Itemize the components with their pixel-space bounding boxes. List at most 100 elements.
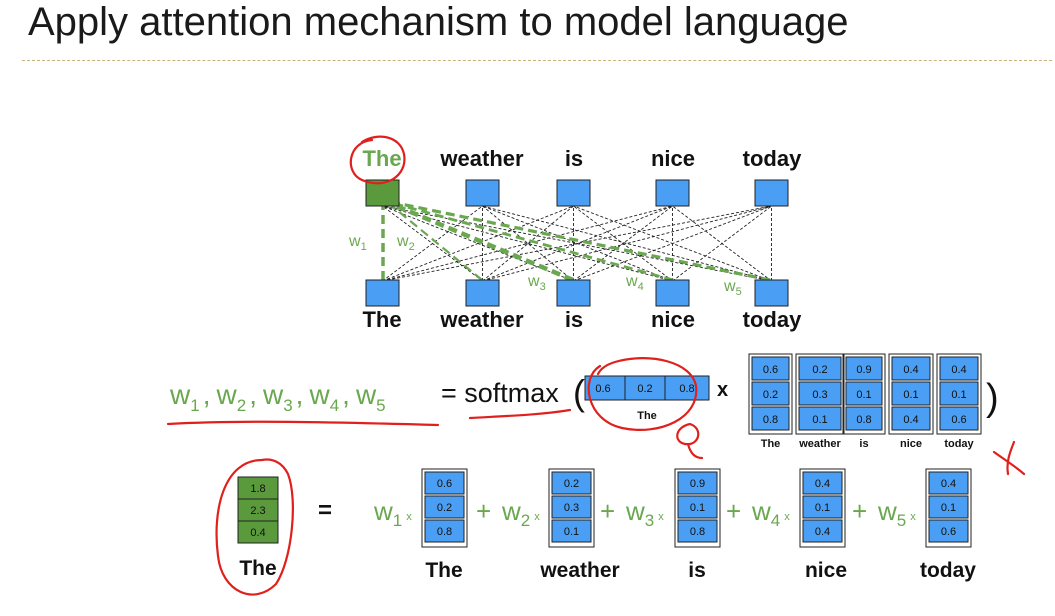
term-value: 0.6: [437, 478, 452, 490]
term-cell: [424, 495, 465, 519]
key-column-frame: [842, 353, 886, 435]
bottom-word-the: The: [362, 307, 401, 332]
result-label: The: [239, 557, 276, 580]
term-value: 0.4: [941, 478, 956, 490]
term-value: 0.6: [941, 526, 956, 538]
top-node-today: [754, 179, 789, 207]
term-value: 0.4: [815, 526, 830, 538]
plus-sign: +: [476, 496, 491, 526]
bottom-node-is: [556, 279, 591, 307]
underline-weights-annotation: [166, 420, 440, 427]
term-vector-frame: [925, 468, 972, 548]
query-vector: 0.6 0.2 0.8 The: [584, 375, 710, 422]
term-cell: [928, 495, 969, 519]
key-cell: [845, 356, 883, 381]
term-vector-frame: [674, 468, 721, 548]
attention-edge: [573, 205, 772, 282]
top-word-nice: nice: [651, 146, 695, 171]
key-column-frame: [888, 353, 934, 435]
term-cell: [802, 519, 843, 543]
bottom-word-today: today: [743, 307, 802, 332]
term-cell: [677, 471, 718, 495]
attention-edge: [573, 205, 673, 282]
attention-graph: The weather is nice today The weather is…: [348, 146, 802, 332]
key-cell: [751, 381, 790, 406]
key-cell: [798, 406, 842, 431]
title-divider: [22, 60, 1052, 61]
term-value: 0.2: [564, 478, 579, 490]
key-column-frame: [795, 353, 845, 435]
key-value: 0.1: [903, 389, 918, 401]
term-value: 0.1: [815, 502, 830, 514]
key-column-frame: [748, 353, 793, 435]
key-value: 0.2: [812, 364, 827, 376]
plus-sign: +: [600, 496, 615, 526]
close-paren: ): [986, 377, 999, 419]
softmax-equation: w1,w2,w3,w4,w5 = softmax ( ) x 0.6 0.2 0…: [169, 353, 999, 450]
edge-w3: [393, 202, 574, 283]
key-cell: [939, 406, 979, 431]
term-value: 0.9: [690, 478, 705, 490]
top-word-today: today: [743, 146, 802, 171]
key-value: 0.4: [903, 364, 918, 376]
key-cell: [891, 406, 931, 431]
attention-edge: [382, 205, 574, 282]
bottom-node-weather: [465, 279, 500, 307]
top-nodes: [365, 179, 789, 207]
key-cell: [891, 381, 931, 406]
attention-edge: [382, 205, 772, 282]
term-value: 0.4: [815, 478, 830, 490]
attention-edges: [382, 205, 772, 282]
weight-label-w3: w3: [527, 273, 546, 293]
key-cell: [845, 406, 883, 431]
top-node-the: [365, 179, 400, 207]
term-label: The: [425, 559, 462, 582]
key-cell: [891, 356, 931, 381]
key-value: 0.6: [951, 414, 966, 426]
cross-mark-annotation: [992, 440, 1026, 476]
query-value: 0.2: [637, 383, 652, 395]
query-cell: [664, 375, 710, 401]
top-node-is: [556, 179, 591, 207]
key-column-label: is: [859, 438, 868, 450]
key-value: 0.8: [763, 414, 778, 426]
term-cell: [551, 471, 592, 495]
term-cell: [424, 471, 465, 495]
key-column-label: nice: [900, 438, 922, 450]
term-value: 0.2: [437, 502, 452, 514]
bottom-node-the: [365, 279, 400, 307]
attention-edge: [382, 205, 483, 282]
bottom-word-nice: nice: [651, 307, 695, 332]
term-cell: [928, 519, 969, 543]
bottom-word-weather: weather: [439, 307, 524, 332]
key-cell: [751, 406, 790, 431]
edge-w2: [391, 205, 483, 281]
key-cell: [798, 381, 842, 406]
weight-label-w1: w1: [348, 233, 367, 253]
top-word-weather: weather: [439, 146, 524, 171]
bottom-word-is: is: [565, 307, 583, 332]
term-cell: [802, 495, 843, 519]
query-value: 0.8: [679, 383, 694, 395]
term-cell: [424, 519, 465, 543]
term-vector-frame: [548, 468, 595, 548]
key-value: 0.6: [763, 364, 778, 376]
term-value: 0.8: [690, 526, 705, 538]
key-column-label: today: [944, 438, 974, 450]
key-cell: [939, 381, 979, 406]
result-cell: [237, 520, 279, 544]
key-column-label: The: [761, 438, 781, 450]
key-value: 0.3: [812, 389, 827, 401]
result-value: 1.8: [250, 483, 265, 495]
slide-title: Apply attention mechanism to model langu…: [28, 0, 849, 44]
key-cell: [798, 356, 842, 381]
term-label: today: [920, 559, 976, 582]
